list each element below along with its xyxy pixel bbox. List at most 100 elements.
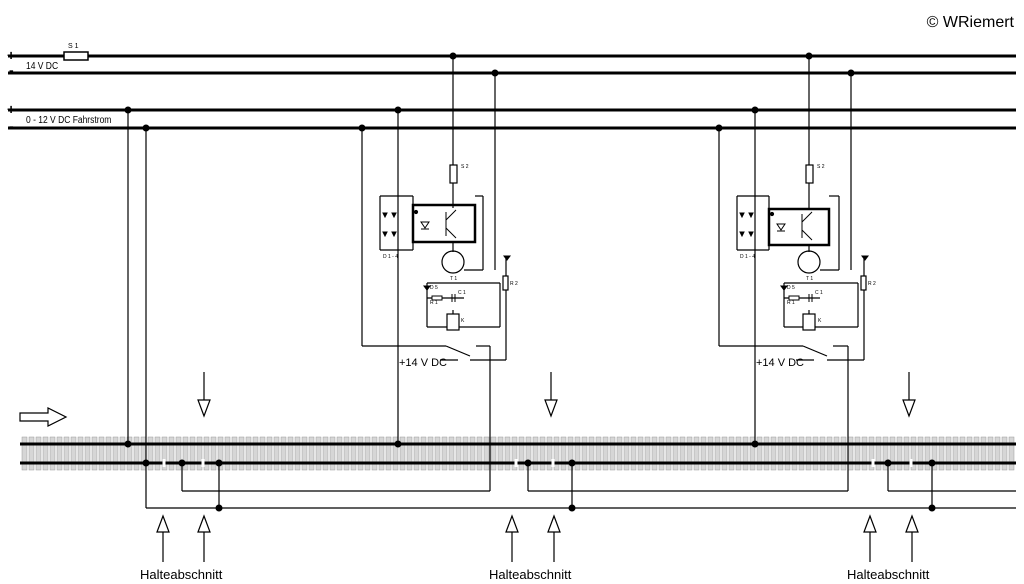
section-label-2: Halteabschnitt — [489, 567, 572, 582]
sleeper-56 — [413, 436, 420, 471]
up-arrow-2b — [547, 514, 561, 562]
module-1-fuse-label: S 2 — [461, 164, 469, 170]
sleeper-112 — [805, 436, 812, 471]
sleeper-79 — [574, 436, 581, 471]
module-1-c1-label: C 1 — [458, 290, 466, 296]
sleeper-119 — [854, 436, 861, 471]
sleeper-117 — [840, 436, 847, 471]
sleeper-81 — [588, 436, 595, 471]
rail-minus-sign-2: - — [9, 118, 14, 134]
sleeper-22 — [175, 436, 182, 471]
sleeper-0 — [21, 436, 28, 471]
sleeper-102 — [735, 436, 742, 471]
fuse-s1-label: S 1 — [68, 43, 79, 50]
sleeper-84 — [609, 436, 616, 471]
sleeper-5 — [56, 436, 63, 471]
sleeper-41 — [308, 436, 315, 471]
sleeper-44 — [329, 436, 336, 471]
sleeper-26 — [203, 436, 210, 471]
sleeper-82 — [595, 436, 602, 471]
sleeper-39 — [294, 436, 301, 471]
sleeper-122 — [875, 436, 882, 471]
detector-module-2 — [718, 56, 867, 491]
module-1-relay-label: K — [461, 318, 465, 324]
sleeper-126 — [903, 436, 910, 471]
module-1-d5-label: D 5 — [430, 285, 438, 291]
detector-module-1 — [361, 56, 509, 491]
sleeper-58 — [427, 436, 434, 471]
sleeper-38 — [287, 436, 294, 471]
sleeper-114 — [819, 436, 826, 471]
sleeper-131 — [938, 436, 945, 471]
sleeper-85 — [616, 436, 623, 471]
sleeper-98 — [707, 436, 714, 471]
sleeper-16 — [133, 436, 140, 471]
down-arrow-2 — [544, 372, 558, 418]
sleeper-123 — [882, 436, 889, 471]
sleeper-35 — [266, 436, 273, 471]
sleeper-141 — [1008, 436, 1015, 471]
module-2-contact-label: +14 V DC — [756, 357, 804, 369]
track-rails — [20, 442, 1016, 465]
sleeper-37 — [280, 436, 287, 471]
rail-plus-sign-2: + — [7, 101, 15, 117]
module-1-contact-label: +14 V DC — [399, 357, 447, 369]
sleeper-137 — [980, 436, 987, 471]
down-arrow-1 — [197, 372, 211, 418]
sleeper-50 — [371, 436, 378, 471]
sleeper-55 — [406, 436, 413, 471]
section-label-1: Halteabschnitt — [140, 567, 223, 582]
rail-insulation-gaps — [162, 459, 913, 467]
sleeper-20 — [161, 436, 168, 471]
module-2-diodes-label: D 1 - 4 — [740, 254, 755, 260]
module-1-transistor-label: T 1 — [450, 276, 457, 282]
sleeper-121 — [868, 436, 875, 471]
sleeper-104 — [749, 436, 756, 471]
rail-fahrstrom-label: 0 - 12 V DC Fahrstrom — [26, 114, 112, 125]
up-arrow-1b — [197, 514, 211, 562]
sleeper-95 — [686, 436, 693, 471]
sleeper-12 — [105, 436, 112, 471]
sleeper-124 — [889, 436, 896, 471]
sleeper-99 — [714, 436, 721, 471]
module-2-relay-label: K — [818, 318, 822, 324]
sleeper-47 — [350, 436, 357, 471]
sleeper-76 — [553, 436, 560, 471]
sleeper-31 — [238, 436, 245, 471]
sleeper-8 — [77, 436, 84, 471]
train-direction-arrow — [19, 407, 68, 427]
sleeper-25 — [196, 436, 203, 471]
sleeper-21 — [168, 436, 175, 471]
module-2-d5-label: D 5 — [787, 285, 795, 291]
sleeper-86 — [623, 436, 630, 471]
sleeper-88 — [637, 436, 644, 471]
sleeper-101 — [728, 436, 735, 471]
up-arrow-3a — [863, 514, 877, 562]
sleeper-129 — [924, 436, 931, 471]
power-rails — [8, 54, 1016, 130]
module-2-c1-label: C 1 — [815, 290, 823, 296]
sleeper-54 — [399, 436, 406, 471]
sleeper-4 — [49, 436, 56, 471]
sleeper-134 — [959, 436, 966, 471]
sleeper-10 — [91, 436, 98, 471]
sleeper-87 — [630, 436, 637, 471]
sleeper-93 — [672, 436, 679, 471]
sleeper-6 — [63, 436, 70, 471]
up-arrow-2a — [505, 514, 519, 562]
sleeper-57 — [420, 436, 427, 471]
module-1-diodes-label: D 1 - 4 — [383, 254, 398, 260]
sleeper-11 — [98, 436, 105, 471]
sleeper-83 — [602, 436, 609, 471]
sleeper-64 — [469, 436, 476, 471]
sleeper-30 — [231, 436, 238, 471]
sleeper-45 — [336, 436, 343, 471]
sleeper-42 — [315, 436, 322, 471]
sleeper-43 — [322, 436, 329, 471]
junction-dots — [124, 52, 936, 512]
sleeper-70 — [511, 436, 518, 471]
sleeper-1 — [28, 436, 35, 471]
section-down-arrows — [197, 372, 916, 418]
sleeper-120 — [861, 436, 868, 471]
